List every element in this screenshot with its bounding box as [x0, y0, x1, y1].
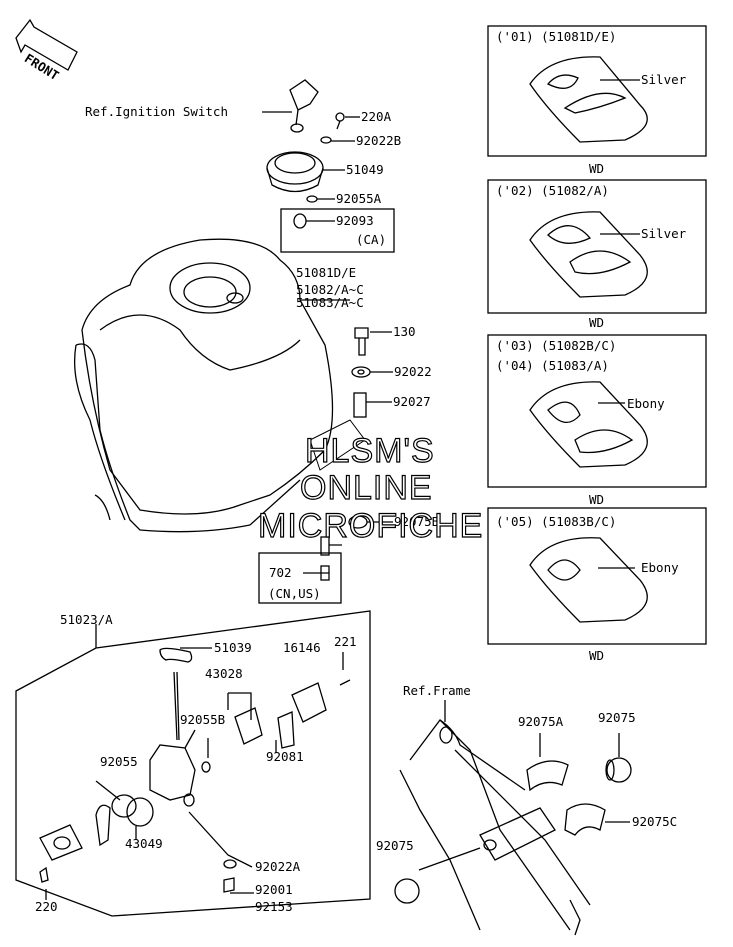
label-92075-left: 92075	[376, 838, 414, 853]
label-51049: 51049	[346, 162, 384, 177]
variant-1-code: WD	[589, 161, 604, 176]
label-92153: 92153	[255, 899, 293, 914]
label-92055a: 92055A	[336, 191, 382, 206]
gasket-icon	[306, 195, 318, 203]
cnus-box	[258, 552, 342, 604]
variant-3-title-2: ('04) (51083/A)	[496, 358, 609, 373]
label-43028: 43028	[205, 666, 243, 681]
fuel-cock-icon	[39, 647, 351, 893]
label-tank-3: 51083/A~C	[296, 295, 364, 310]
damper-92075-left-icon	[394, 878, 420, 904]
variant-panel-3	[487, 334, 707, 488]
label-92093: 92093	[336, 213, 374, 228]
damper-92075a-icon	[526, 760, 569, 792]
watermark-line-1: HLSM'S	[305, 432, 435, 470]
frame-icon	[399, 700, 591, 936]
label-ref-frame: Ref.Frame	[403, 683, 471, 698]
variant-3-color: Ebony	[627, 396, 665, 411]
fuel-tank	[73, 238, 366, 533]
fuel-cock-panel	[15, 610, 371, 917]
variant-4-color: Ebony	[641, 560, 679, 575]
washer-92022-icon	[351, 366, 371, 378]
label-tank-2: 51082/A~C	[296, 282, 364, 297]
variant-4-code: WD	[589, 648, 604, 663]
washer-92022b-icon	[320, 136, 332, 144]
label-ca: (CA)	[356, 232, 386, 247]
label-92055: 92055	[100, 754, 138, 769]
bolt-130-icon	[354, 327, 369, 356]
label-16146: 16146	[283, 640, 321, 655]
label-cnus: (CN,US)	[268, 586, 321, 601]
label-220a: 220A	[361, 109, 392, 124]
label-92027: 92027	[393, 394, 431, 409]
damper-92075-top-icon	[605, 757, 632, 783]
label-92022: 92022	[394, 364, 432, 379]
watermark-line-2: ONLINE	[300, 469, 433, 507]
label-92075a: 92075A	[518, 714, 564, 729]
variant-2-color: Silver	[641, 226, 687, 241]
variant-2-code: WD	[589, 315, 604, 330]
label-92001: 92001	[255, 882, 293, 897]
label-tank-1: 51081D/E	[296, 265, 356, 280]
label-130: 130	[393, 324, 416, 339]
ignition-key-icon	[289, 79, 319, 133]
label-92075b: 92075B	[394, 514, 439, 529]
variant-1-color: Silver	[641, 72, 687, 87]
label-ref-ignition: Ref.Ignition Switch	[85, 104, 228, 119]
label-43049: 43049	[125, 836, 163, 851]
variant-4-title: ('05) (51083B/C)	[496, 514, 616, 529]
watermark: HLSM'S ONLINE MICROFICHE	[257, 431, 483, 545]
label-220: 220	[35, 899, 58, 914]
variant-2-title: ('02) (51082/A)	[496, 183, 609, 198]
fuel-cap-icon	[266, 151, 324, 193]
damper-92075c-icon	[564, 803, 606, 836]
grommet-92093-icon	[293, 213, 307, 229]
variant-1-title: ('01) (51081D/E)	[496, 29, 616, 44]
variant-panel-1	[487, 25, 707, 157]
watermark-line-3: MICROFICHE	[258, 507, 483, 545]
label-51023a: 51023/A	[60, 612, 113, 627]
label-92075-top: 92075	[598, 710, 636, 725]
variant-panel-4	[487, 507, 707, 645]
label-92022b: 92022B	[356, 133, 401, 148]
bolt-220a-icon	[335, 112, 345, 130]
label-221: 221	[334, 634, 357, 649]
labels: FRONT Ref.Ignition Switch 220A 92022B 51…	[22, 29, 687, 914]
ca-box	[280, 208, 395, 253]
label-92022a: 92022A	[255, 859, 301, 874]
label-51039: 51039	[214, 640, 252, 655]
front-arrow-icon	[15, 18, 78, 71]
variant-panel-2	[487, 179, 707, 314]
label-92081: 92081	[266, 749, 304, 764]
label-92075c: 92075C	[632, 814, 677, 829]
label-92055b: 92055B	[180, 712, 225, 727]
collar-92027-icon	[353, 392, 367, 418]
variant-3-code: WD	[589, 492, 604, 507]
variant-3-title-1: ('03) (51082B/C)	[496, 338, 616, 353]
label-702: 702	[269, 565, 292, 580]
